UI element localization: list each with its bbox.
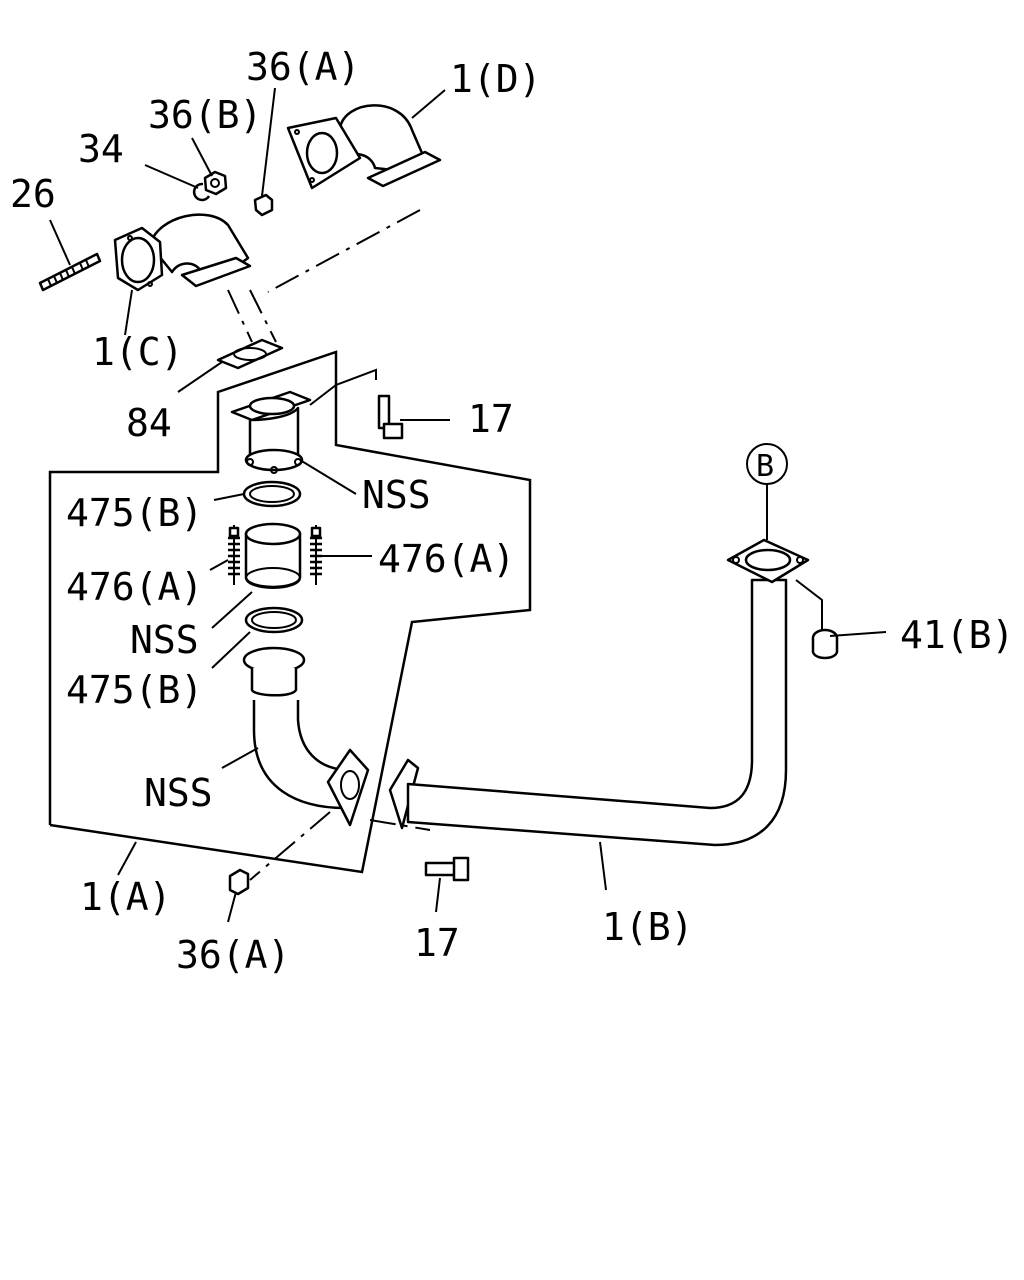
pipe-1b	[388, 538, 810, 847]
spring-476a-left	[228, 525, 240, 585]
stud-26	[38, 252, 102, 292]
label-callout-b: B	[756, 449, 774, 484]
label-84: 84	[126, 401, 172, 445]
label-475b-top: 475(B)	[66, 491, 203, 535]
label-475b-bottom: 475(B)	[66, 668, 203, 712]
pipe-flange-upper	[230, 390, 312, 474]
label-476a-right: 476(A)	[378, 537, 515, 581]
label-17-bottom: 17	[414, 921, 460, 965]
assembly-1a-frame	[48, 350, 532, 874]
label-36b: 36(B)	[148, 93, 262, 137]
label-1a: 1(A)	[80, 875, 172, 919]
label-nss-2: NSS	[130, 618, 199, 662]
elbow-1d	[286, 104, 442, 190]
label-1c: 1(C)	[92, 330, 184, 374]
label-41b: 41(B)	[900, 613, 1014, 657]
label-nss-1: NSS	[362, 473, 431, 517]
label-36a-bottom: 36(A)	[176, 933, 290, 977]
gasket-84	[216, 338, 284, 370]
sleeve-nss	[244, 522, 302, 589]
nut-36b	[203, 170, 228, 196]
bolt-17-bottom	[424, 856, 470, 882]
spring-476a-right	[310, 525, 322, 585]
centerline-bottom	[249, 811, 431, 881]
seal-ring-475b-lower	[244, 606, 304, 634]
centerline-1d	[267, 209, 421, 293]
label-1d: 1(D)	[450, 57, 542, 101]
elbow-1c	[113, 213, 252, 292]
label-26: 26	[10, 172, 56, 216]
label-476a-left: 476(A)	[66, 565, 203, 609]
leader-lines	[49, 87, 887, 923]
label-1b: 1(B)	[602, 905, 694, 949]
nut-41b	[811, 628, 839, 660]
label-17-top: 17	[468, 397, 514, 441]
centerline-upper	[227, 289, 277, 343]
nut-36a-top	[253, 193, 274, 217]
label-nss-3: NSS	[144, 771, 213, 815]
nut-36a-bottom	[228, 868, 250, 896]
label-34: 34	[78, 127, 124, 171]
label-36a-top: 36(A)	[246, 45, 360, 89]
seal-ring-475b-upper	[242, 480, 302, 508]
pipe-1a-bend	[242, 646, 370, 827]
bolt-17-top	[377, 394, 404, 440]
